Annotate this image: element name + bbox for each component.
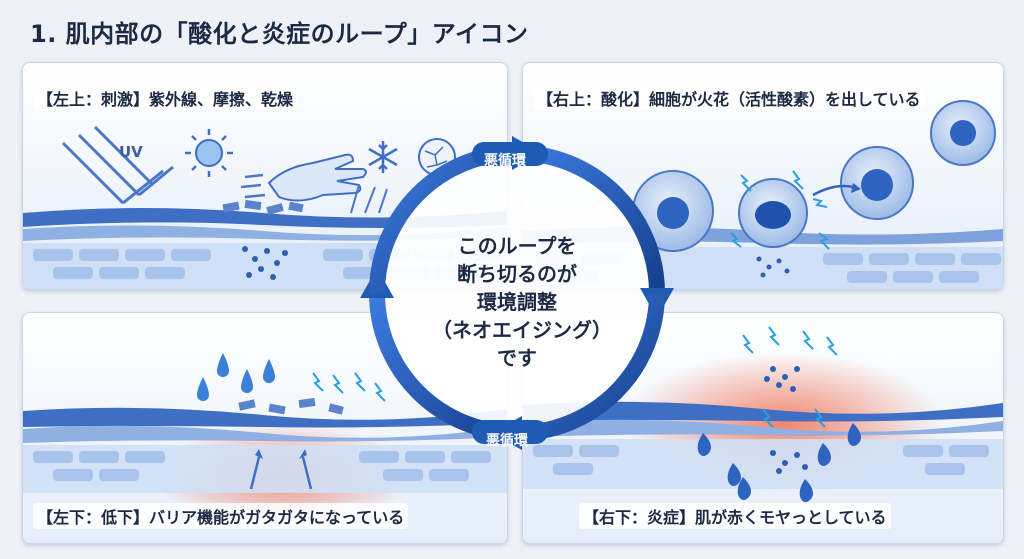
skin-layers (523, 401, 1003, 489)
panel-label-barrier-decline: 【左下：低下】バリア機能がガタガタになっている (33, 503, 409, 529)
cell-icon (738, 178, 808, 248)
center-line-5: です (497, 346, 537, 370)
center-line-3: 環境調整 (477, 290, 557, 314)
lightning-icon (312, 372, 386, 402)
center-line-4: （ネオエイジング） (432, 318, 612, 342)
cycle-label-pill-top (472, 142, 548, 166)
water-drop-icon (197, 353, 275, 401)
vicious-cycle-diagram (360, 136, 674, 450)
cycle-label-top: 悪循環 (484, 153, 526, 169)
center-line-2: 断ち切るのが (457, 262, 577, 286)
cycle-label-pill-bottom (472, 420, 548, 444)
snowflake-icon (368, 141, 398, 173)
center-line-1: このループを (457, 234, 577, 258)
flame-icon (697, 423, 861, 502)
cell-icon (930, 100, 996, 166)
panel-label-oxidation: 【右上：酸化】細胞が火花（活性酸素）を出している (533, 85, 925, 111)
panel-inflammation: 【右下：炎症】肌が赤くモヤっとしている (522, 312, 1004, 544)
cycle-label-bottom: 悪循環 (486, 433, 528, 449)
lightning-icon (742, 326, 838, 428)
cycle-center-message: このループを 断ち切るのが 環境調整 （ネオエイジング） です (432, 232, 612, 372)
panel-label-stimulus: 【左上：刺激】紫外線、摩擦、乾燥 (33, 85, 298, 111)
cell-icon (840, 146, 914, 220)
panel-label-inflammation: 【右下：炎症】肌が赤くモヤっとしている (579, 503, 891, 529)
sun-icon (185, 129, 233, 177)
hand-icon (240, 153, 367, 202)
uv-text: UV (119, 143, 143, 161)
page-title: 1. 肌内部の「酸化と炎症のループ」アイコン (30, 20, 529, 48)
uv-rays-icon (61, 125, 174, 205)
skin-layers (23, 397, 507, 493)
spark-icon (730, 170, 830, 250)
